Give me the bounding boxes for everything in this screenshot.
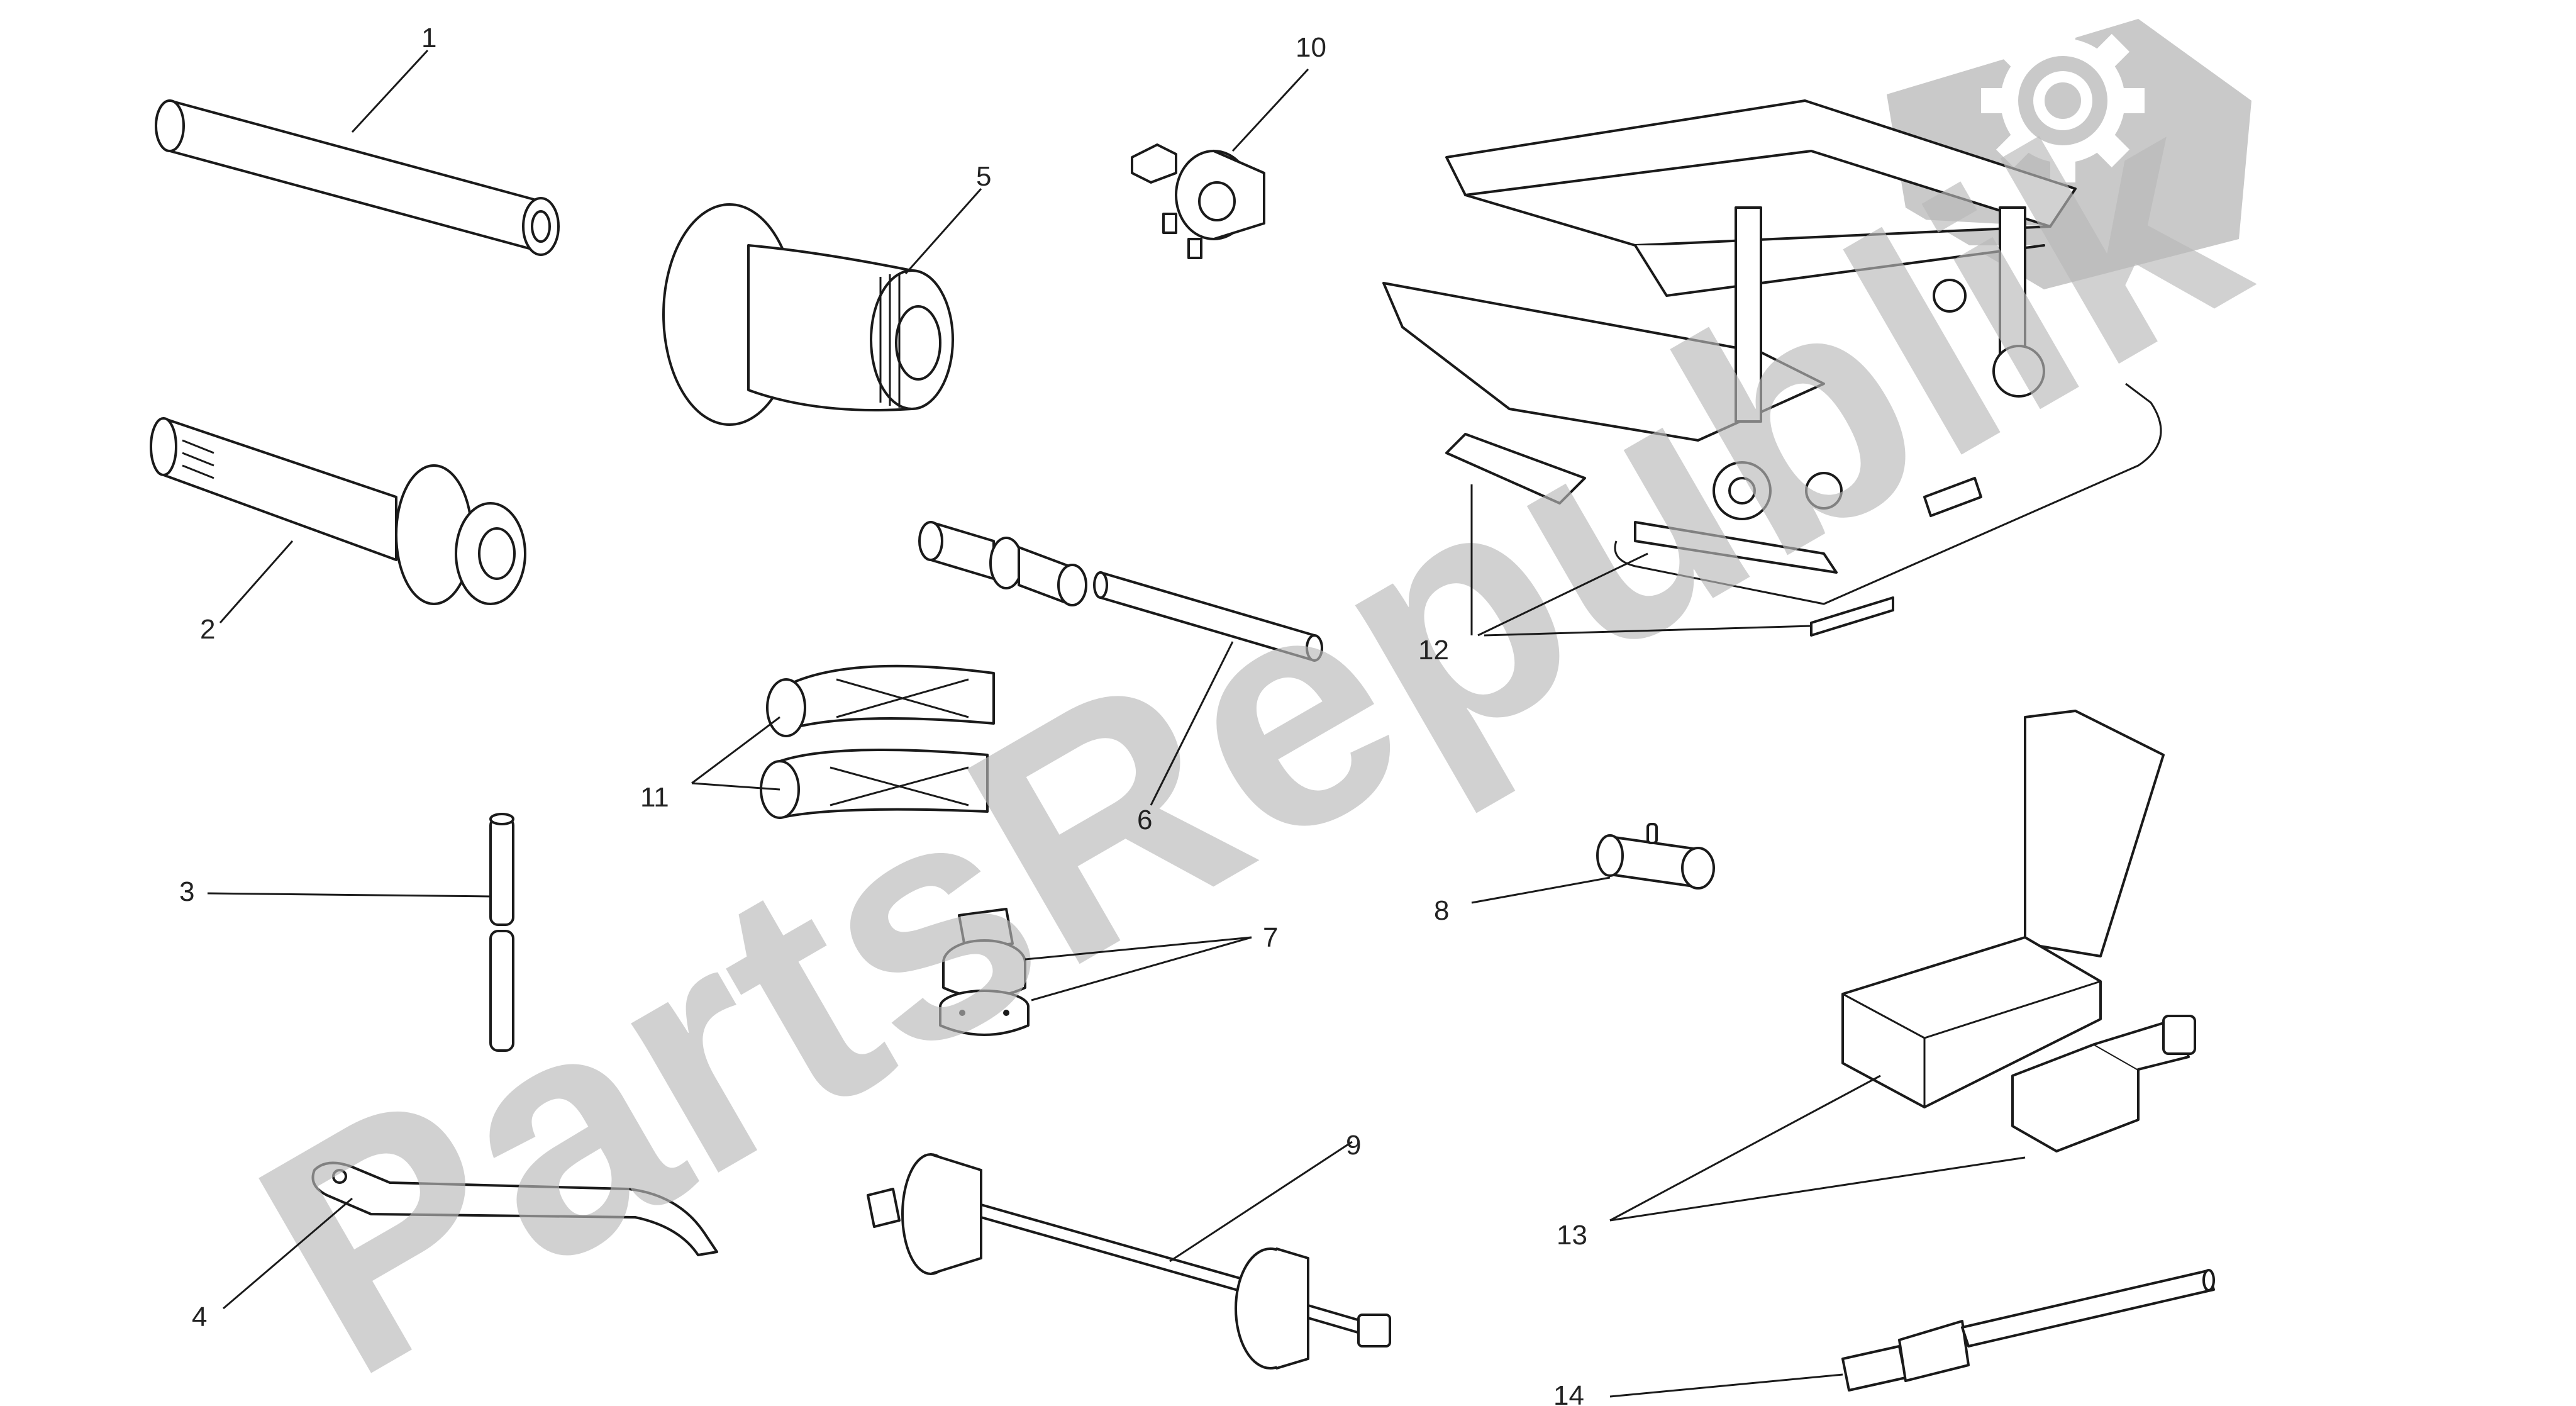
leader-lines <box>207 49 2026 1398</box>
part-1-tube <box>155 99 560 256</box>
callout-4: 4 <box>192 1302 207 1332</box>
callout-labels: 1 2 3 4 5 6 7 8 9 10 11 12 13 14 <box>179 23 1587 1406</box>
callout-6: 6 <box>1137 805 1152 835</box>
part-9-puller <box>867 1153 1391 1370</box>
callout-2: 2 <box>200 614 215 645</box>
callout-8: 8 <box>1434 895 1449 926</box>
callout-9: 9 <box>1346 1130 1361 1161</box>
callout-13: 13 <box>1557 1220 1587 1251</box>
part-4-hook-spanner <box>311 1161 718 1256</box>
callout-14: 14 <box>1553 1380 1584 1406</box>
part-6-shaft-adapters <box>918 521 1323 662</box>
part-14-probe-rod <box>1841 1269 2215 1392</box>
callout-1: 1 <box>421 23 436 53</box>
callout-11: 11 <box>640 782 669 813</box>
part-8-pin-block <box>1596 823 1715 890</box>
part-10-ring-socket <box>1131 143 1265 259</box>
callout-10: 10 <box>1296 32 1326 63</box>
callout-12: 12 <box>1418 635 1449 666</box>
part-2-flanged-tool <box>150 417 526 605</box>
part-7-stepped-adapter <box>939 908 1030 1036</box>
part-3-pins <box>489 813 514 1052</box>
callout-7: 7 <box>1263 922 1278 953</box>
callout-3: 3 <box>179 876 194 907</box>
gear-icon <box>1981 19 2145 182</box>
part-5-flange-drift <box>662 203 954 426</box>
part-12-lift-stand <box>1382 99 2162 637</box>
part-13-toolbox <box>1841 710 2196 1152</box>
partsrepublik-logo <box>1887 19 2251 289</box>
callout-5: 5 <box>976 161 991 192</box>
part-11-split-bushes <box>760 664 995 819</box>
